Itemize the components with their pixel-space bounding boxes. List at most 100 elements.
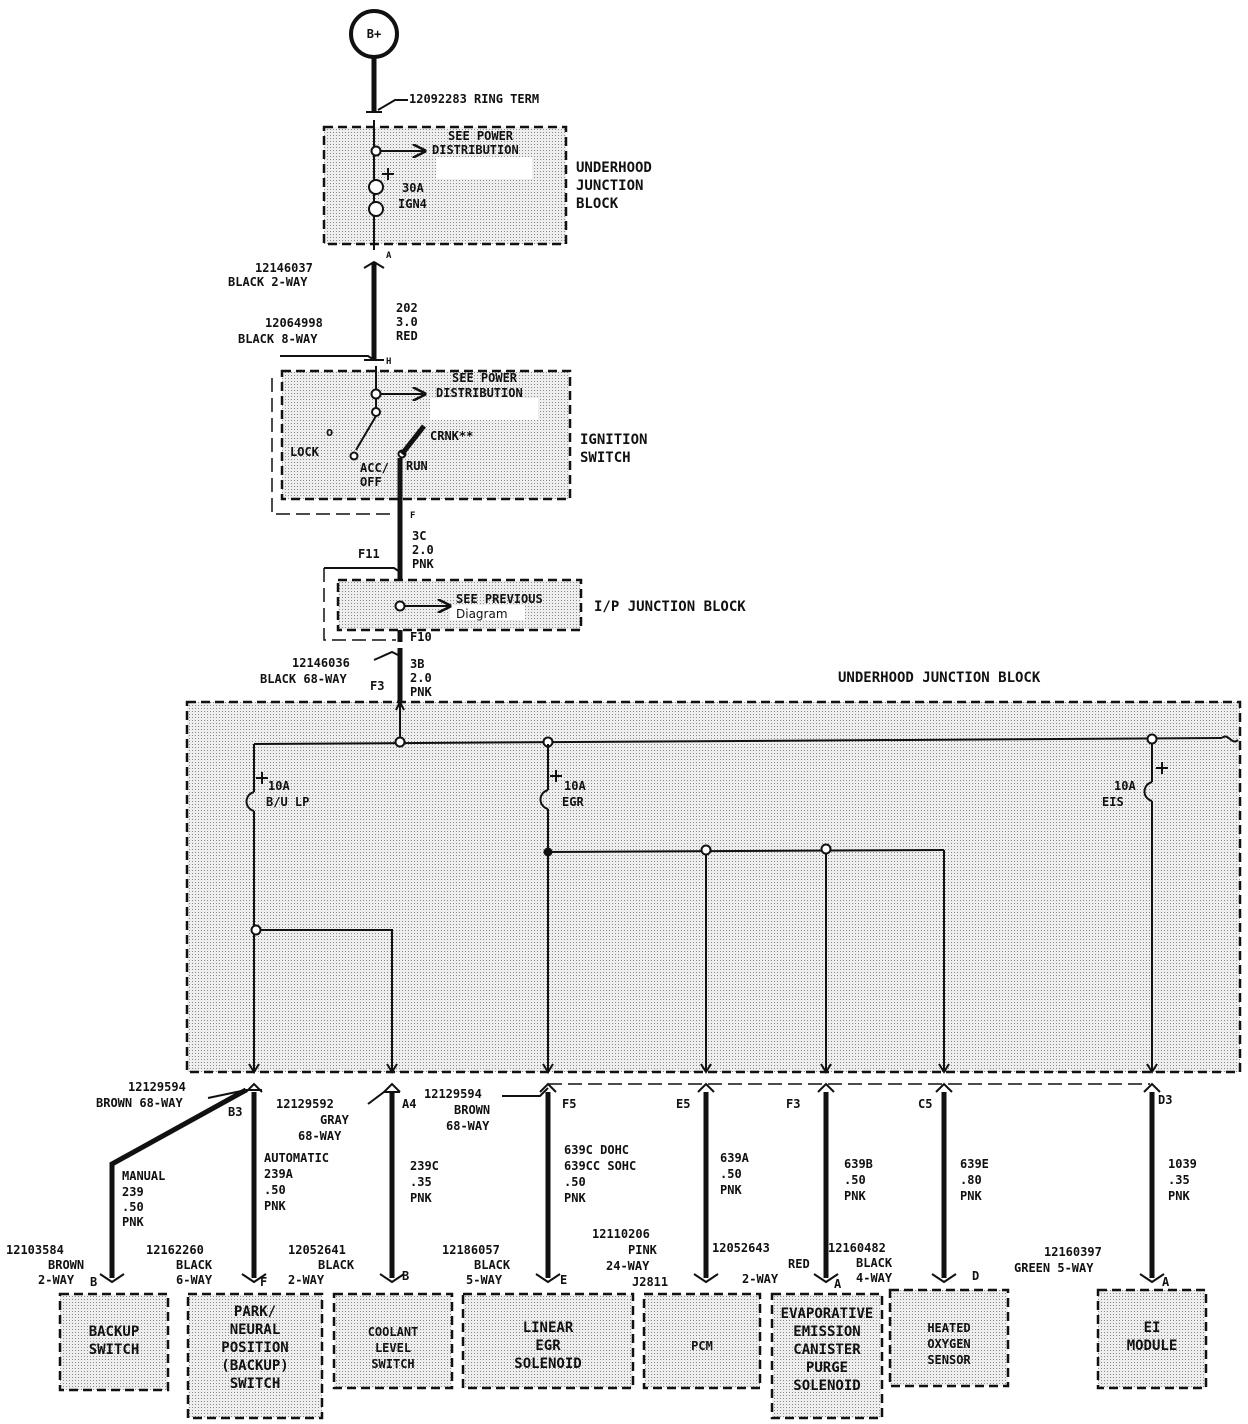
fuse-30a-name: IGN4 bbox=[398, 197, 427, 211]
comp-evap-part: 12052643 bbox=[712, 1241, 770, 1255]
power-source-label: B+ bbox=[367, 27, 381, 41]
harness-a4-desc-1: GRAY bbox=[320, 1113, 350, 1127]
connector-top-desc: BLACK 2-WAY bbox=[228, 275, 308, 289]
comp-backup-desc2: 2-WAY bbox=[38, 1273, 75, 1287]
power-source: B+ bbox=[349, 9, 399, 59]
evap-name-2: EMISSION bbox=[793, 1324, 860, 1340]
connector-ign-desc: BLACK 8-WAY bbox=[238, 332, 318, 346]
fuse-30a-rating: 30A bbox=[402, 181, 424, 195]
component-park-neutral-switch: PARK/ NEURAL POSITION (BACKUP) SWITCH bbox=[186, 1292, 324, 1420]
ignition-acc: ACC/ bbox=[360, 461, 389, 475]
wire-pcm-l2: .50 bbox=[720, 1167, 742, 1181]
egr-name-2: EGR bbox=[535, 1338, 561, 1354]
pnp-switch-name-2: NEURAL bbox=[230, 1322, 281, 1338]
wire-3c-circuit: 3C bbox=[412, 529, 426, 543]
uhjb-main-box bbox=[185, 700, 1242, 1074]
harness-f5-desc-1: BROWN bbox=[454, 1103, 490, 1117]
fuse-eis-rating: 10A bbox=[1114, 779, 1136, 793]
wire-auto-l2: 239A bbox=[264, 1167, 294, 1181]
component-pcm: PCM bbox=[642, 1292, 762, 1390]
comp-coolant-pin: B bbox=[402, 1269, 409, 1283]
comp-o2-part: 12160482 bbox=[828, 1241, 886, 1255]
pnp-switch-name-4: (BACKUP) bbox=[221, 1358, 288, 1374]
wire-manual-l4: PNK bbox=[122, 1215, 144, 1229]
wire-ei-l1: 1039 bbox=[1168, 1157, 1197, 1171]
coolant-name-2: LEVEL bbox=[375, 1341, 411, 1355]
comp-o2-pin: D bbox=[972, 1269, 979, 1283]
ignition-lock: LOCK bbox=[290, 445, 320, 459]
harness-pin-e5: E5 bbox=[676, 1097, 690, 1111]
ignition-terminal: F bbox=[410, 511, 415, 521]
pnp-switch-name-5: SWITCH bbox=[230, 1376, 281, 1392]
comp-pcm-desc2: 24-WAY bbox=[606, 1259, 650, 1273]
comp-pcm-part: 12110206 bbox=[592, 1227, 650, 1241]
block-output-arrows bbox=[248, 1063, 1158, 1074]
component-ei-module: EI MODULE bbox=[1096, 1288, 1208, 1390]
comp-pnp-part: 12162260 bbox=[146, 1243, 204, 1257]
ipjb-pin-in: F11 bbox=[358, 547, 380, 561]
comp-coolant-desc2: 2-WAY bbox=[288, 1273, 325, 1287]
wire-202-gauge: 3.0 bbox=[396, 315, 418, 329]
comp-egr-pin: E bbox=[560, 1273, 567, 1287]
wire-3b-color: PNK bbox=[410, 685, 432, 699]
pnp-switch-name-1: PARK/ bbox=[234, 1304, 276, 1320]
comp-egr-desc2: 5-WAY bbox=[466, 1273, 503, 1287]
comp-ei-part: 12160397 bbox=[1044, 1245, 1102, 1259]
pnp-switch-name-3: POSITION bbox=[221, 1340, 288, 1356]
wire-o2-l3: PNK bbox=[960, 1189, 982, 1203]
uhjb-top-title-1: UNDERHOOD bbox=[576, 160, 652, 176]
wire-manual-l2: 239 bbox=[122, 1185, 144, 1199]
wire-o2-l2: .80 bbox=[960, 1173, 982, 1187]
harness-f5-part: 12129594 bbox=[424, 1087, 482, 1101]
uhjb-top-see: SEE POWER bbox=[448, 129, 514, 143]
component-linear-egr-solenoid: LINEAR EGR SOLENOID bbox=[461, 1292, 635, 1390]
wire-auto-l1: AUTOMATIC bbox=[264, 1151, 329, 1165]
comp-ei-pin: A bbox=[1162, 1275, 1170, 1289]
connector-ign-terminal: H bbox=[386, 357, 391, 367]
comp-coolant-desc1: BLACK bbox=[318, 1258, 355, 1272]
wire-evap-l1: 639B bbox=[844, 1157, 873, 1171]
fuse-eis-name: EIS bbox=[1102, 795, 1124, 809]
comp-o2-desc2: 4-WAY bbox=[856, 1271, 893, 1285]
wire-coolant-l3: PNK bbox=[410, 1191, 432, 1205]
comp-evap-pin: A bbox=[834, 1277, 842, 1291]
backup-switch-name-1: BACKUP bbox=[89, 1324, 140, 1340]
component-backup-switch: BACKUP SWITCH bbox=[58, 1292, 170, 1392]
comp-pnp-desc2: 6-WAY bbox=[176, 1273, 213, 1287]
uhjb-top-title-3: BLOCK bbox=[576, 196, 619, 212]
harness-b3-part: 12129594 bbox=[128, 1080, 186, 1094]
component-coolant-level-switch: COOLANT LEVEL SWITCH bbox=[332, 1292, 454, 1390]
harness-connector-marks bbox=[245, 1082, 1161, 1093]
fuse-egr-name: EGR bbox=[562, 795, 584, 809]
ignition-title-1: IGNITION bbox=[580, 432, 647, 448]
wire-auto-l4: PNK bbox=[264, 1199, 286, 1213]
ignition-title-2: SWITCH bbox=[580, 450, 631, 466]
fuse-bulp-rating: 10A bbox=[268, 779, 290, 793]
harness-a4-desc-2: 68-WAY bbox=[298, 1129, 342, 1143]
wire-ei-l3: PNK bbox=[1168, 1189, 1190, 1203]
wire-ei-l2: .35 bbox=[1168, 1173, 1190, 1187]
wire-202-circuit: 202 bbox=[396, 301, 418, 315]
ei-name-1: EI bbox=[1144, 1320, 1161, 1336]
ignition-run: RUN bbox=[406, 459, 428, 473]
harness-pin-f3: F3 bbox=[786, 1097, 800, 1111]
comp-pcm-desc1: PINK bbox=[628, 1243, 658, 1257]
comp-egr-desc1: BLACK bbox=[474, 1258, 511, 1272]
wire-o2-l1: 639E bbox=[960, 1157, 989, 1171]
ignition-lock-mark: o bbox=[326, 425, 333, 439]
wire-3b-gauge: 2.0 bbox=[410, 671, 432, 685]
evap-name-5: SOLENOID bbox=[793, 1378, 860, 1394]
harness-b3-desc: BROWN 68-WAY bbox=[96, 1096, 183, 1110]
wire-egr-l4: PNK bbox=[564, 1191, 586, 1205]
ignition-distribution: DISTRIBUTION bbox=[436, 386, 523, 400]
uhjb-main-title: UNDERHOOD JUNCTION BLOCK bbox=[838, 670, 1041, 686]
wire-coolant-l1: 239C bbox=[410, 1159, 439, 1173]
harness-pin-d3: D3 bbox=[1158, 1093, 1172, 1107]
comp-pcm-pin: J2811 bbox=[632, 1275, 668, 1289]
coolant-name-1: COOLANT bbox=[368, 1325, 419, 1339]
evap-name-4: PURGE bbox=[806, 1360, 848, 1376]
coolant-name-3: SWITCH bbox=[371, 1357, 414, 1371]
harness-a4-part: 12129592 bbox=[276, 1097, 334, 1111]
comp-egr-part: 12186057 bbox=[442, 1243, 500, 1257]
comp-pnp-desc1: BLACK bbox=[176, 1258, 213, 1272]
